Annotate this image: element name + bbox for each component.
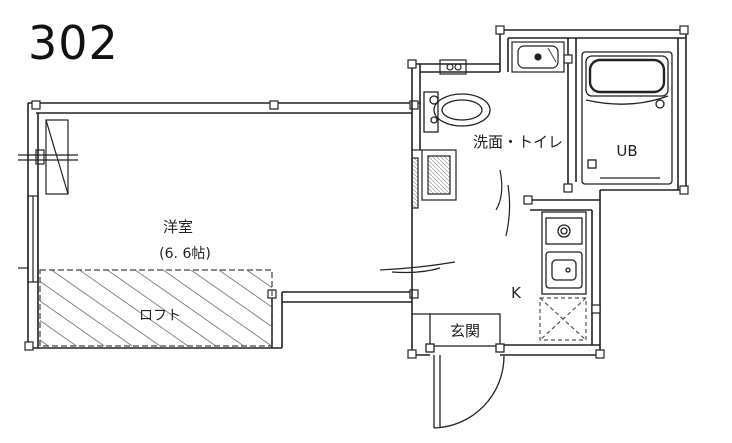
toilet: [423, 91, 491, 133]
room-door: [379, 261, 456, 274]
closet: [18, 119, 78, 195]
western-room-size: (6. 6帖): [159, 246, 211, 262]
left-window: [18, 195, 39, 283]
western-room-label: 洋室: [163, 218, 193, 236]
washbasin: [439, 41, 565, 75]
entrance-label: 玄関: [450, 322, 480, 340]
washer-space: [411, 149, 457, 209]
washroom-toilet-label: 洗面・トイレ: [473, 133, 563, 151]
fridge-space: [539, 297, 587, 341]
entrance-door: [433, 355, 505, 429]
unit-bath: [581, 51, 673, 185]
washroom-door: [495, 169, 511, 237]
loft-area: [39, 269, 273, 347]
loft-label: ロフト: [139, 308, 181, 324]
kitchen-counter: [541, 211, 587, 295]
kitchen-label: K: [511, 284, 522, 302]
service-walls: [411, 29, 687, 356]
unit-number: 302: [28, 16, 119, 70]
unit-bath-label: UB: [616, 142, 637, 160]
entrance-area: [412, 313, 505, 353]
service-post-markers: [407, 25, 689, 359]
